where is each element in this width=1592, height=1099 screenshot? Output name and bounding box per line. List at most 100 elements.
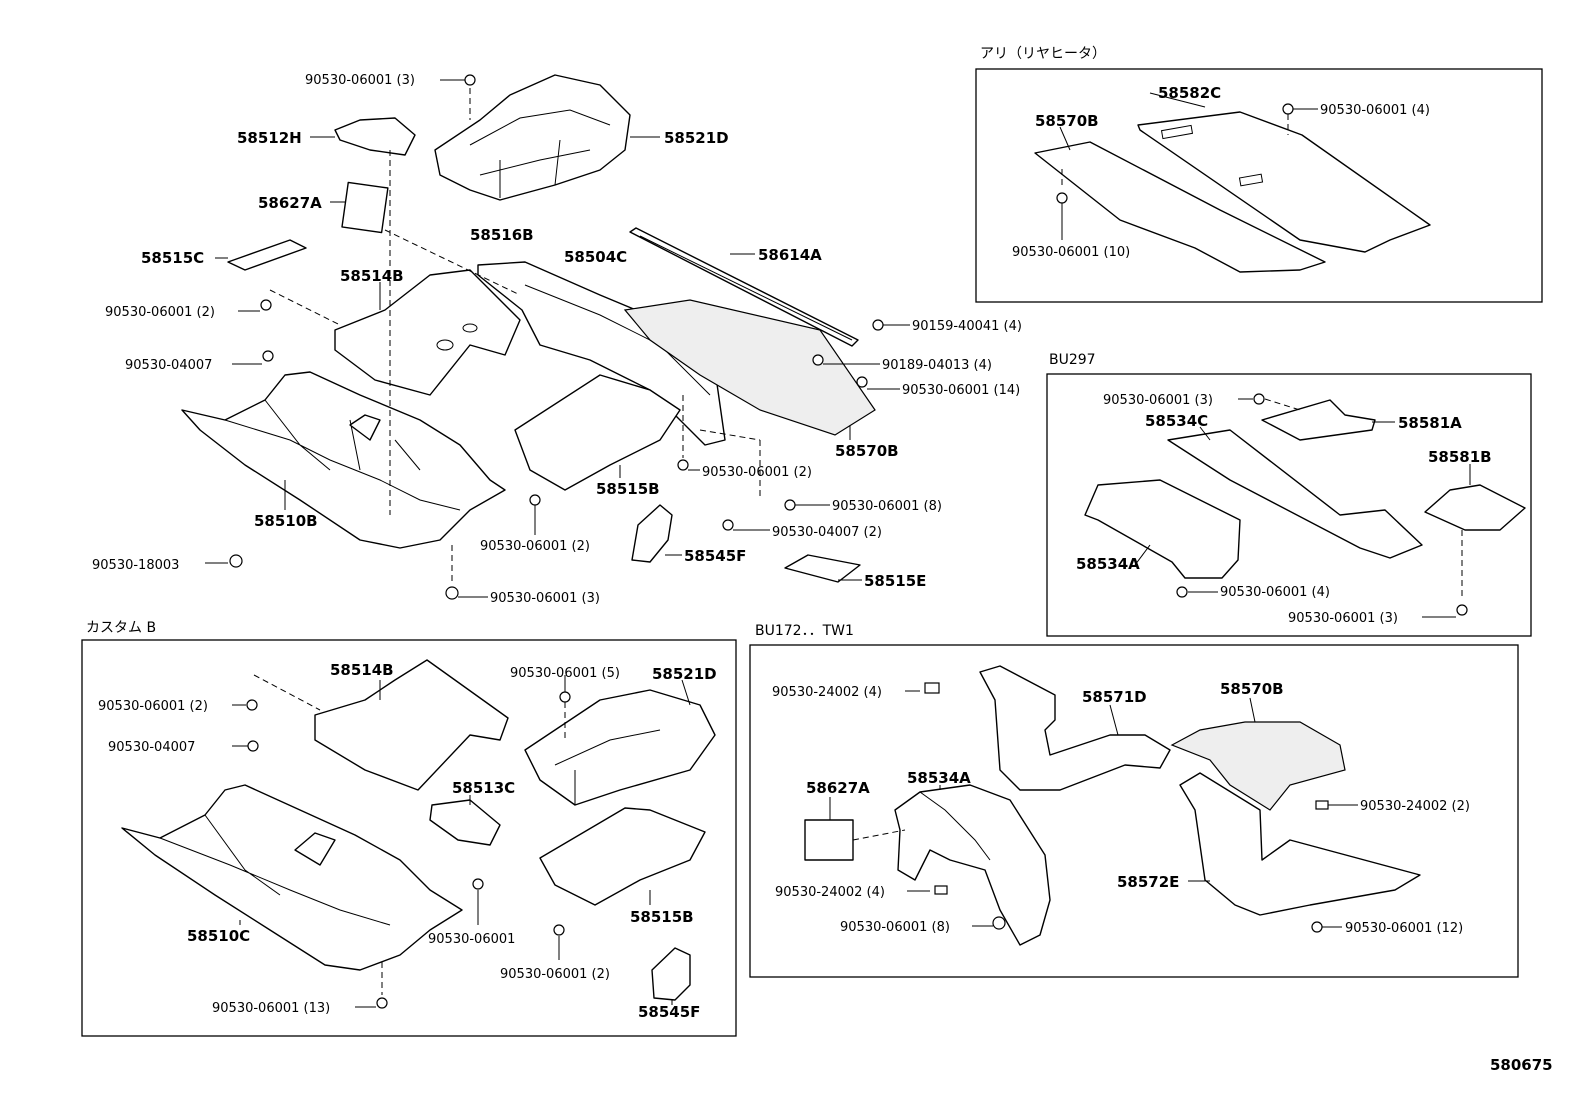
label-90530-06001-4-rh: 90530-06001 (4) <box>1320 103 1430 118</box>
label-58627a: 58627A <box>258 194 322 212</box>
bu172-title: BU172．．TW1 <box>755 623 854 639</box>
part-58510b-drawing <box>181 371 506 549</box>
label-90530-06001-3-bot: 90530-06001 (3) <box>490 591 600 606</box>
label-90530-24002-2: 90530-24002 (2) <box>1360 799 1470 814</box>
part-58627a-bu172-drawing <box>804 819 854 861</box>
label-90530-06001-3-bu297-b: 90530-06001 (3) <box>1288 611 1398 626</box>
label-58581a: 58581A <box>1398 414 1462 432</box>
label-58514b-custom: 58514B <box>330 661 394 679</box>
part-58534a-bu172-drawing <box>894 784 1051 946</box>
bu297-section: BU297 90530-06001 (3) 58534C 58581A 5858… <box>1046 352 1532 637</box>
label-58534a-bu297: 58534A <box>1076 555 1140 573</box>
part-58545f-custom-drawing <box>651 947 691 1001</box>
label-58582c: 58582C <box>1158 84 1221 102</box>
part-58514b-drawing <box>334 269 521 396</box>
label-58614a: 58614A <box>758 246 822 264</box>
label-58514b: 58514B <box>340 267 404 285</box>
label-90530-06001-13: 90530-06001 (13) <box>212 1001 330 1016</box>
rear-heater-title: アリ（リヤヒータ） <box>980 46 1106 62</box>
part-58570b-rh-drawing <box>1034 141 1326 273</box>
label-90530-06001-12: 90530-06001 (12) <box>1345 921 1463 936</box>
part-58534c-drawing <box>1167 429 1423 559</box>
label-58545f: 58545F <box>684 547 746 565</box>
label-58512h: 58512H <box>237 129 302 147</box>
part-58627a-drawing <box>341 181 389 234</box>
diagram-id: 580675 <box>1490 1056 1553 1074</box>
label-58545f-custom: 58545F <box>638 1003 700 1021</box>
part-58515b-custom-drawing <box>539 807 706 906</box>
rear-heater-frame <box>975 68 1543 303</box>
label-90530-04007-custom: 90530-04007 <box>108 740 195 755</box>
part-58572e-drawing <box>1179 772 1421 916</box>
label-90530-06001-2-b: 90530-06001 (2) <box>702 465 812 480</box>
label-58515b: 58515B <box>596 480 660 498</box>
label-58534c: 58534C <box>1145 412 1208 430</box>
label-90530-06001-5: 90530-06001 (5) <box>510 666 620 681</box>
label-90530-06001-3-top: 90530-06001 (3) <box>305 73 415 88</box>
label-58521d: 58521D <box>664 129 729 147</box>
label-58515c: 58515C <box>141 249 204 267</box>
label-90530-06001-8: 90530-06001 (8) <box>832 499 942 514</box>
label-90530-18003: 90530-18003 <box>92 558 179 573</box>
part-58521d-drawing <box>434 74 631 201</box>
part-58513c-drawing <box>429 799 501 846</box>
part-58514b-custom-drawing <box>314 659 509 791</box>
label-58571d: 58571D <box>1082 688 1147 706</box>
part-58515e-drawing <box>784 554 861 583</box>
label-90530-24002-4-b: 90530-24002 (4) <box>775 885 885 900</box>
label-90530-06001-8-bu172: 90530-06001 (8) <box>840 920 950 935</box>
label-58570b: 58570B <box>835 442 899 460</box>
part-58515c-drawing <box>227 239 307 271</box>
label-58515e: 58515E <box>864 572 926 590</box>
part-58512h-drawing <box>334 117 416 156</box>
part-58581a-drawing <box>1261 399 1376 441</box>
label-90530-06001-14: 90530-06001 (14) <box>902 383 1020 398</box>
label-58515b-custom: 58515B <box>630 908 694 926</box>
label-90189-04013-4: 90189-04013 (4) <box>882 358 992 373</box>
part-58534a-bu297-drawing <box>1084 479 1241 579</box>
label-90530-06001-2-a: 90530-06001 (2) <box>105 305 215 320</box>
label-90530-24002-4-a: 90530-24002 (4) <box>772 685 882 700</box>
label-58570b-bu172: 58570B <box>1220 680 1284 698</box>
label-58572e: 58572E <box>1117 873 1179 891</box>
main-leaders <box>205 79 910 598</box>
main-assembly: 90530-06001 (3) 58512H 58521D 58627A 585… <box>92 73 1022 606</box>
label-58513c: 58513C <box>452 779 515 797</box>
part-58614a-drawing <box>629 227 859 347</box>
bu172-frame <box>749 644 1519 978</box>
label-90530-04007: 90530-04007 <box>125 358 212 373</box>
part-58582c-drawing <box>1137 111 1431 253</box>
label-58510b: 58510B <box>254 512 318 530</box>
part-58521d-custom-drawing <box>524 689 716 806</box>
label-90530-06001-2-custom-b: 90530-06001 (2) <box>500 967 610 982</box>
label-58521d-custom: 58521D <box>652 665 717 683</box>
bu297-title: BU297 <box>1049 352 1096 368</box>
label-90530-06001-4-bu297: 90530-06001 (4) <box>1220 585 1330 600</box>
label-90530-06001-2-c: 90530-06001 (2) <box>480 539 590 554</box>
label-58516b: 58516B <box>470 226 534 244</box>
part-58570b-bu172-drawing <box>1170 721 1346 811</box>
part-58570b-drawing <box>623 299 876 436</box>
label-58510c: 58510C <box>187 927 250 945</box>
label-90530-06001-3-bu297-a: 90530-06001 (3) <box>1103 393 1213 408</box>
part-58571d-drawing <box>979 665 1171 791</box>
label-90159-40041-4: 90159-40041 (4) <box>912 319 1022 334</box>
custom-b-title: カスタム B <box>86 620 156 636</box>
bu172-section: BU172．．TW1 90530-24002 (4) 58571D 58570B… <box>749 623 1519 978</box>
label-90530-06001-custom: 90530-06001 <box>428 932 515 947</box>
custom-b-section: カスタム B 5851 <box>81 620 737 1037</box>
label-58570b-rh: 58570B <box>1035 112 1099 130</box>
label-58627a-bu172: 58627A <box>806 779 870 797</box>
bu297-frame <box>1046 373 1532 637</box>
label-90530-04007-2: 90530-04007 (2) <box>772 525 882 540</box>
custom-b-frame <box>81 639 737 1037</box>
part-58545f-drawing <box>631 504 673 563</box>
label-58504c: 58504C <box>564 248 627 266</box>
part-58515b-drawing <box>514 374 681 491</box>
label-58581b: 58581B <box>1428 448 1492 466</box>
label-58534a-bu172: 58534A <box>907 769 971 787</box>
part-58510c-drawing <box>121 784 463 971</box>
part-58581b-drawing <box>1424 484 1526 531</box>
main-fasteners <box>229 74 884 600</box>
